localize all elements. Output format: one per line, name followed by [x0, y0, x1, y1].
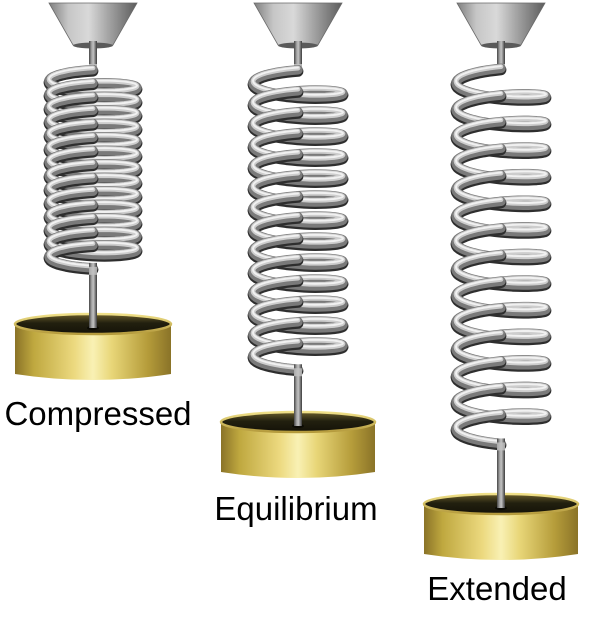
coil-turn	[43, 226, 143, 262]
coil-spring	[450, 63, 552, 451]
coil-turn	[247, 338, 304, 377]
coil-turn	[43, 186, 143, 222]
funnel-hanger-icon	[48, 2, 138, 49]
gold-cylinder-weight	[13, 312, 173, 380]
coil-turn	[450, 409, 507, 451]
hanger-rod-bottom	[292, 364, 304, 429]
hanger-rod-bottom	[87, 262, 99, 331]
funnel-hanger-icon	[253, 2, 343, 49]
coil-turn	[43, 240, 99, 275]
hanger-rod-bottom	[495, 438, 507, 511]
coil-spring	[247, 65, 349, 377]
coil-spring	[43, 64, 143, 275]
figure-extended	[422, 2, 580, 560]
label-equilibrium: Equilibrium	[214, 490, 378, 527]
label-compressed: Compressed	[4, 395, 192, 432]
figure-compressed	[13, 2, 173, 380]
label-extended: Extended	[427, 570, 567, 607]
figure-equilibrium	[219, 2, 377, 478]
